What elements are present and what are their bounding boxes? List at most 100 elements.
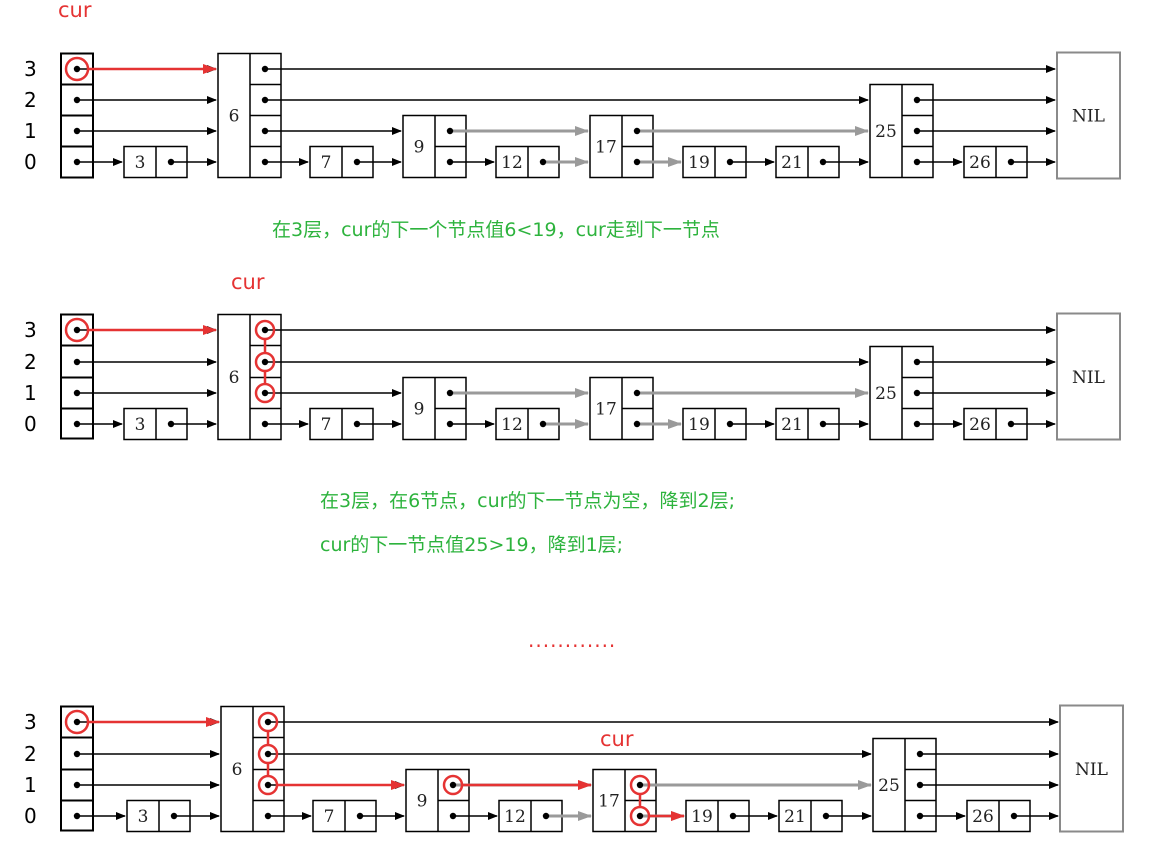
node-key-19: 19	[691, 807, 713, 827]
pointer-dot	[261, 65, 269, 73]
pointer-dot	[913, 127, 921, 135]
pointer-dot	[913, 158, 921, 166]
pointer-dot	[916, 812, 924, 820]
pointer-dot	[261, 326, 269, 334]
caption-step-2-line-2: cur的下一节点值25>19，降到1层;	[320, 534, 624, 556]
node-key-3: 3	[135, 153, 146, 173]
pointer-dot	[819, 158, 827, 166]
level-label-2: 2	[24, 350, 37, 374]
pointer-dot	[539, 420, 547, 428]
caption-step-2-line-1: 在3层，在6节点，cur的下一节点为空，降到2层;	[320, 490, 735, 512]
pointer-dot	[73, 812, 81, 820]
pointer-dot	[1010, 812, 1018, 820]
caption-step-1: 在3层，cur的下一个节点值6<19，cur走到下一节点	[272, 219, 720, 241]
pointer-dot	[73, 420, 81, 428]
pointer-dot	[73, 718, 81, 726]
pointer-dot	[446, 158, 454, 166]
pointer-dot	[353, 420, 361, 428]
level-label-1: 1	[24, 119, 37, 143]
pointer-dot	[913, 389, 921, 397]
node-key-9: 9	[414, 400, 425, 420]
nil-label: NIL	[1072, 368, 1105, 388]
pointer-dot	[636, 812, 644, 820]
pointer-dot	[353, 158, 361, 166]
pointer-dot	[729, 812, 737, 820]
highlight-circle	[257, 774, 279, 796]
pointer-dot	[542, 812, 550, 820]
pointer-dot	[264, 812, 272, 820]
node-key-7: 7	[321, 415, 332, 435]
pointer-dot	[916, 781, 924, 789]
pointer-dot	[264, 781, 272, 789]
pointer-dot	[73, 389, 81, 397]
node-key-17: 17	[598, 792, 620, 812]
cur-label-diagram-2: cur	[231, 270, 265, 294]
node-key-19: 19	[688, 415, 710, 435]
pointer-dot	[73, 65, 81, 73]
pointer-dot	[264, 718, 272, 726]
node-key-26: 26	[972, 807, 994, 827]
level-label-1: 1	[24, 773, 37, 797]
highlight-circle	[629, 805, 651, 827]
level-label-0: 0	[24, 150, 37, 174]
level-label-3: 3	[24, 57, 37, 81]
pointer-dot	[261, 96, 269, 104]
pointer-dot	[73, 326, 81, 334]
pointer-dot	[261, 158, 269, 166]
pointer-dot	[264, 750, 272, 758]
node-key-21: 21	[784, 807, 806, 827]
nil-label: NIL	[1075, 760, 1108, 780]
node-key-21: 21	[781, 415, 803, 435]
node-key-26: 26	[969, 415, 991, 435]
pointer-dot	[633, 158, 641, 166]
node-key-3: 3	[138, 807, 149, 827]
level-label-2: 2	[24, 88, 37, 112]
nil-label: NIL	[1072, 107, 1105, 127]
pointer-dot	[446, 127, 454, 135]
pointer-dot	[446, 420, 454, 428]
highlight-circle	[254, 382, 276, 404]
pointer-dot	[449, 812, 457, 820]
node-key-26: 26	[969, 153, 991, 173]
nil-node	[1059, 704, 1124, 833]
node-key-25: 25	[875, 384, 897, 404]
node-key-9: 9	[417, 792, 428, 812]
pointer-dot	[73, 158, 81, 166]
pointer-dot	[261, 420, 269, 428]
level-label-3: 3	[24, 710, 37, 734]
pointer-dot	[170, 812, 178, 820]
pointer-dot	[726, 158, 734, 166]
node-key-19: 19	[688, 153, 710, 173]
pointer-dot	[913, 358, 921, 366]
pointer-dot	[822, 812, 830, 820]
node-key-25: 25	[878, 776, 900, 796]
pointer-dot	[913, 96, 921, 104]
pointer-dot	[73, 781, 81, 789]
pointer-dot	[636, 781, 644, 789]
pointer-dot	[73, 96, 81, 104]
pointer-dot	[633, 389, 641, 397]
node-key-12: 12	[504, 807, 526, 827]
node-key-25: 25	[875, 122, 897, 142]
level-label-2: 2	[24, 742, 37, 766]
pointer-dot	[356, 812, 364, 820]
node-key-7: 7	[321, 153, 332, 173]
pointer-dot	[73, 127, 81, 135]
pointer-dot	[261, 389, 269, 397]
node-key-3: 3	[135, 415, 146, 435]
pointer-dot	[167, 158, 175, 166]
pointer-dot	[446, 389, 454, 397]
node-key-12: 12	[501, 153, 523, 173]
node-key-12: 12	[501, 415, 523, 435]
pointer-dot	[726, 420, 734, 428]
pointer-dot	[913, 420, 921, 428]
pointer-dot	[449, 781, 457, 789]
highlight-circle	[442, 774, 464, 796]
node-key-7: 7	[324, 807, 335, 827]
node-key-9: 9	[414, 138, 425, 158]
level-label-1: 1	[24, 381, 37, 405]
